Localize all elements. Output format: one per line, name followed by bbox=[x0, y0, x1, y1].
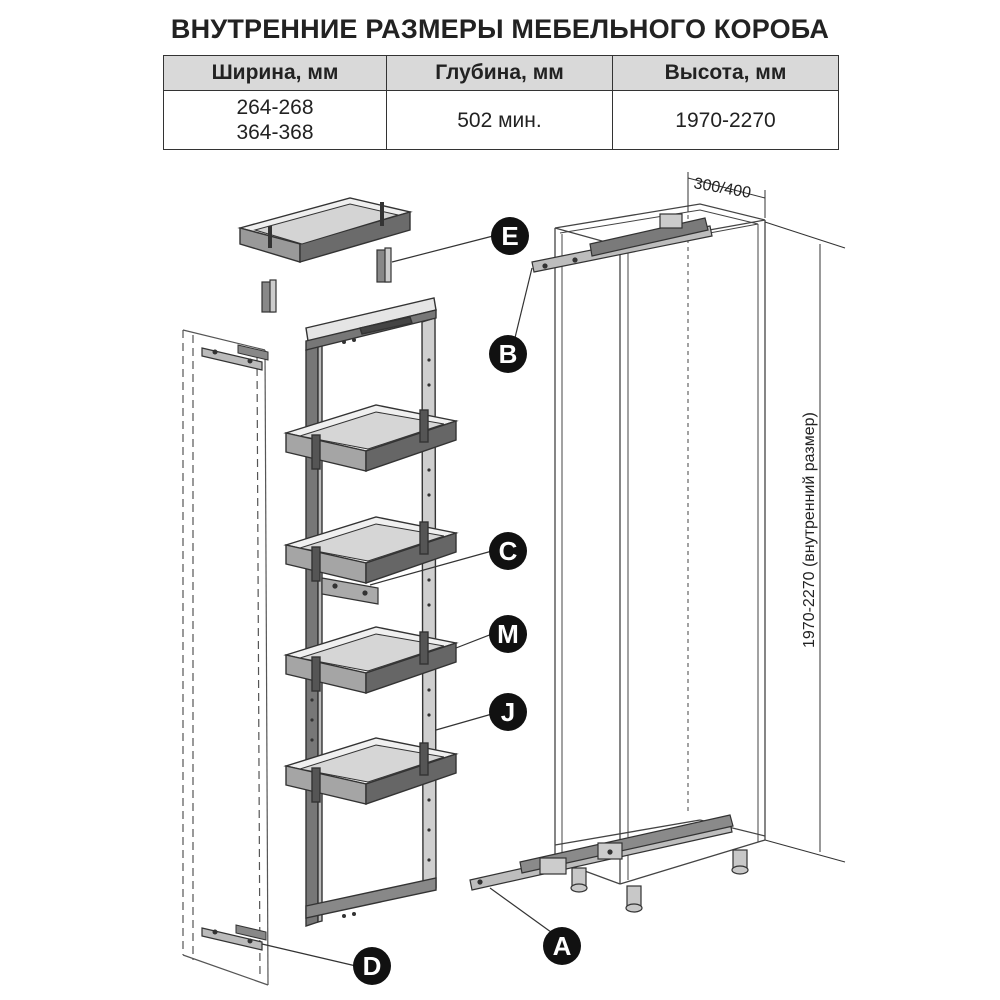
clip-right bbox=[376, 247, 392, 283]
top-basket bbox=[237, 197, 413, 263]
pullout-frame bbox=[305, 297, 437, 927]
callout-m: M bbox=[489, 615, 527, 653]
shelf-1 bbox=[283, 404, 459, 472]
shelf-4 bbox=[283, 737, 459, 805]
header-depth: Глубина, мм bbox=[386, 55, 613, 91]
width-dimension bbox=[687, 172, 766, 218]
width-value-1: 264-268 bbox=[236, 96, 314, 119]
page-title: ВНУТРЕННИЕ РАЗМЕРЫ МЕБЕЛЬНОГО КОРОБА bbox=[170, 14, 830, 44]
callout-d-label: D bbox=[363, 951, 382, 981]
table-header-row: Ширина, мм Глубина, мм Высота, мм bbox=[163, 55, 839, 91]
callout-b: B bbox=[489, 335, 527, 373]
c-bracket bbox=[321, 577, 379, 605]
dimensions-table: Ширина, мм Глубина, мм Высота, мм 264-26… bbox=[163, 55, 839, 150]
callout-a-label: A bbox=[553, 931, 572, 961]
height-dimension-label: 1970-2270 (внутренний размер) bbox=[801, 412, 818, 648]
d-bracket-bottom bbox=[201, 924, 267, 951]
cell-width: 264-268 364-368 bbox=[163, 90, 387, 150]
callout-b-label: B bbox=[499, 339, 518, 369]
cell-depth: 502 мин. bbox=[386, 90, 613, 150]
callout-e: E bbox=[491, 217, 529, 255]
header-height: Высота, мм bbox=[612, 55, 839, 91]
header-width: Ширина, мм bbox=[163, 55, 387, 91]
height-dimension bbox=[764, 221, 846, 863]
clip-left bbox=[261, 279, 277, 313]
width-value-2: 364-368 bbox=[236, 121, 314, 144]
shelf-2 bbox=[283, 516, 459, 584]
callout-d: D bbox=[353, 947, 391, 985]
width-dimension-label: 300/400 bbox=[692, 175, 752, 202]
callout-a: A bbox=[543, 927, 581, 965]
cabinet-carcass bbox=[554, 203, 766, 885]
bottom-slide bbox=[469, 814, 734, 891]
side-panel bbox=[182, 329, 269, 986]
callout-j: J bbox=[489, 693, 527, 731]
cabinet-legs bbox=[570, 849, 749, 913]
callout-c-label: C bbox=[499, 536, 518, 566]
d-bracket-top bbox=[201, 344, 269, 371]
shelf-3 bbox=[283, 626, 459, 694]
table-row: 264-268 364-368 502 мин. 1970-2270 bbox=[163, 90, 839, 150]
callout-e-label: E bbox=[501, 221, 518, 251]
cell-height: 1970-2270 bbox=[612, 90, 839, 150]
callout-m-label: M bbox=[497, 619, 519, 649]
top-slide bbox=[531, 213, 713, 273]
callout-j-label: J bbox=[501, 697, 515, 727]
callout-c: C bbox=[489, 532, 527, 570]
